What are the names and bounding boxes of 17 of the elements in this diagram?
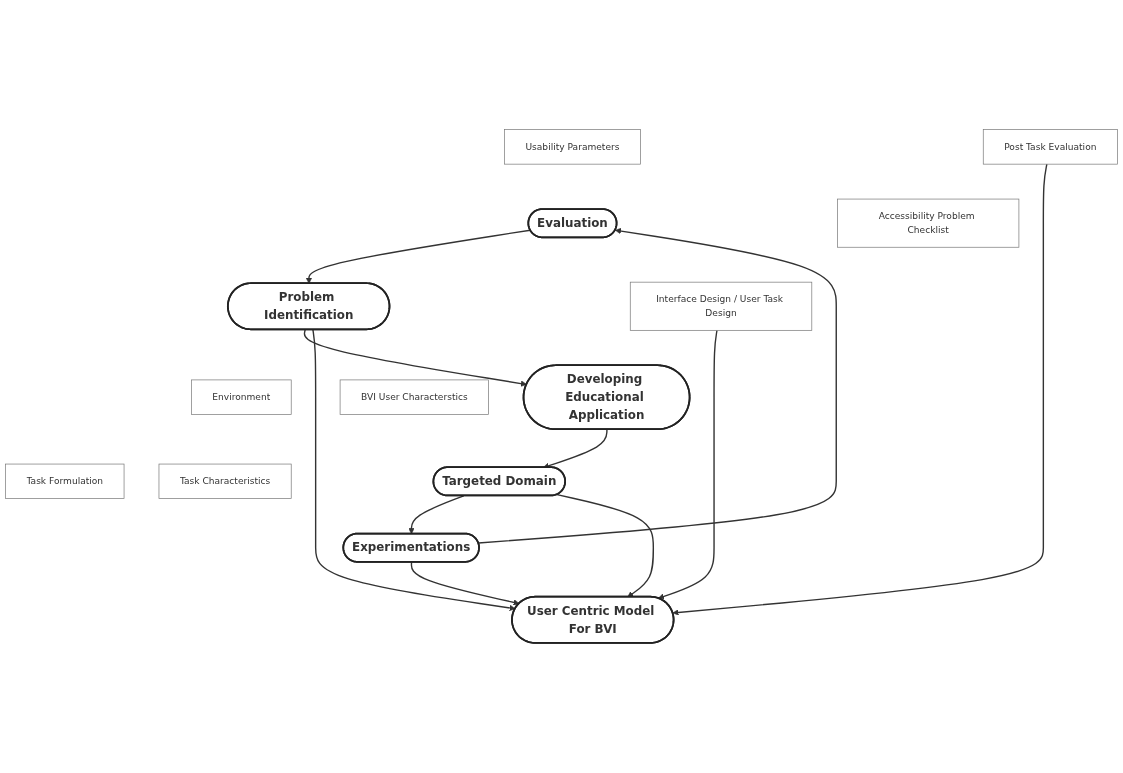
node-box: Usability Parameters — [504, 129, 641, 165]
arrow — [658, 329, 718, 600]
node-box: Environment — [191, 379, 292, 416]
arrow — [408, 495, 465, 535]
node-box: BVI User Characterstics — [339, 379, 489, 416]
node-box: Interface Design / User Task Design — [629, 282, 813, 331]
arrow — [672, 163, 1048, 616]
arrow — [543, 429, 608, 469]
arrow — [303, 329, 527, 387]
arrow — [556, 494, 655, 598]
arrow — [410, 561, 520, 606]
arrow — [305, 229, 532, 285]
node-box: Task Characteristics — [158, 464, 292, 500]
node-box: Accessibility Problem Checklist — [837, 199, 1020, 248]
arrow — [312, 329, 516, 612]
node-box: Post Task Evaluation — [982, 129, 1118, 165]
node-box: Task Formulation — [5, 464, 125, 500]
